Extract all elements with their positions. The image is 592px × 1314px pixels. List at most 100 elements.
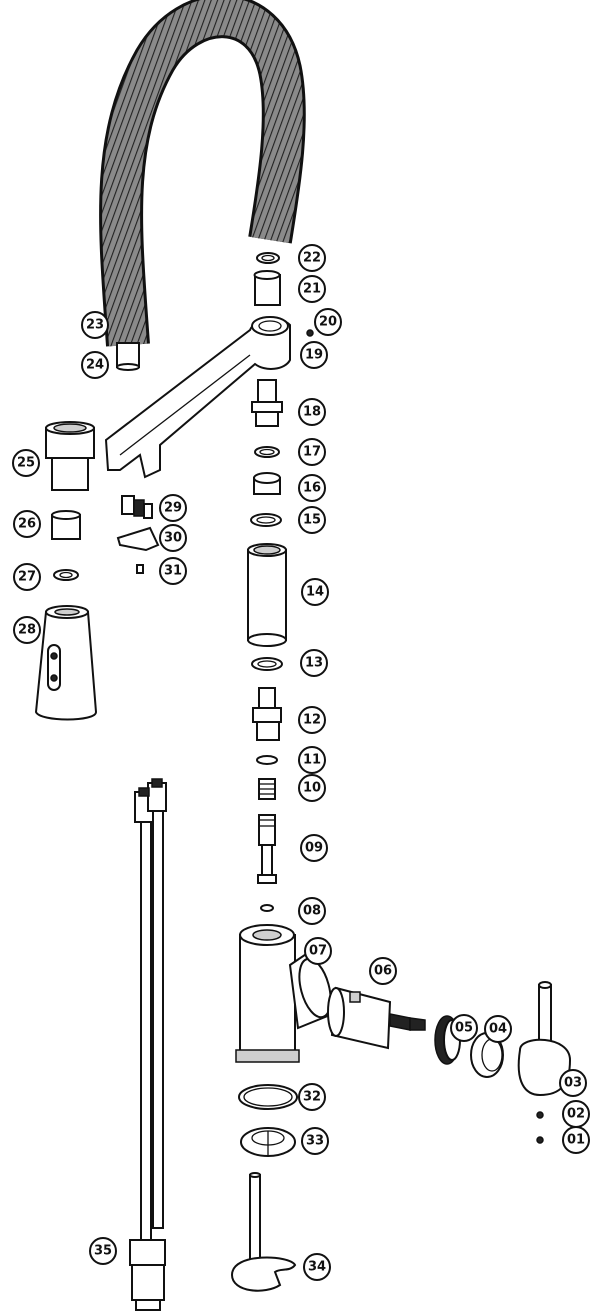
callout-25: 25: [12, 449, 40, 477]
part-31-nut: [136, 564, 144, 574]
callout-34: 34: [303, 1253, 331, 1281]
callout-18: 18: [298, 398, 326, 426]
callout-label: 09: [305, 841, 323, 856]
part-02-set-screw: [536, 1111, 544, 1119]
callout-label: 28: [18, 623, 36, 638]
callout-29: 29: [159, 494, 187, 522]
callout-label: 25: [17, 456, 35, 471]
part-21-bushing: [253, 270, 281, 306]
callout-label: 03: [564, 1076, 582, 1091]
callout-15: 15: [298, 506, 326, 534]
callout-circle: [89, 1237, 117, 1265]
callout-label: 12: [303, 713, 321, 728]
callout-label: 05: [455, 1021, 473, 1036]
part-34-mounting-clamp: [230, 1172, 297, 1292]
callout-23: 23: [81, 311, 109, 339]
part-27-washer: [53, 569, 79, 581]
callout-11: 11: [298, 746, 326, 774]
callout-17: 17: [298, 438, 326, 466]
part-12-swivel: [252, 687, 282, 741]
callout-01: 01: [562, 1126, 590, 1154]
part-24-hose-fitting: [116, 342, 140, 371]
part-14-sleeve: [247, 543, 287, 647]
callout-circle: [13, 510, 41, 538]
callout-label: 13: [305, 656, 323, 671]
callout-label: 27: [18, 570, 36, 585]
callout-circle: [81, 311, 109, 339]
callout-07: 07: [304, 937, 332, 965]
callout-circle: [298, 746, 326, 774]
callout-04: 04: [484, 1015, 512, 1043]
callout-02: 02: [562, 1100, 590, 1128]
callout-19: 19: [300, 341, 328, 369]
callout-label: 04: [489, 1022, 507, 1037]
part-01-set-screw: [536, 1136, 544, 1144]
part-35-supply-hoses: [129, 778, 167, 1311]
callout-circle: [298, 1083, 326, 1111]
callout-27: 27: [13, 563, 41, 591]
part-16-nut: [253, 472, 281, 495]
callout-21: 21: [298, 275, 326, 303]
callout-circle: [298, 438, 326, 466]
callout-16: 16: [298, 474, 326, 502]
callout-label: 21: [303, 282, 321, 297]
callout-08: 08: [298, 897, 326, 925]
callout-label: 32: [303, 1090, 321, 1105]
callout-circle: [559, 1069, 587, 1097]
callout-label: 02: [567, 1107, 585, 1122]
callout-circle: [298, 244, 326, 272]
callout-label: 18: [303, 405, 321, 420]
part-callouts: 01 02 03 04 05 06 07 08 09 10 11 12 13 14 15 16 17 18 19 20…: [12, 244, 590, 1281]
callout-label: 06: [374, 964, 392, 979]
callout-circle: [314, 308, 342, 336]
part-17-o-ring: [254, 446, 280, 458]
callout-31: 31: [159, 557, 187, 585]
callout-label: 15: [303, 513, 321, 528]
callout-circle: [562, 1100, 590, 1128]
callout-circle: [298, 474, 326, 502]
part-09-shaft: [257, 814, 277, 884]
callout-circle: [484, 1015, 512, 1043]
part-06-cartridge: [327, 986, 426, 1050]
callout-09: 09: [300, 834, 328, 862]
callout-circle: [13, 563, 41, 591]
callout-05: 05: [450, 1014, 478, 1042]
callout-circle: [159, 494, 187, 522]
part-03-lever-handle: [517, 981, 572, 1097]
callout-label: 10: [303, 781, 321, 796]
callout-circle: [369, 957, 397, 985]
part-19-spout: [104, 316, 291, 479]
callout-circle: [300, 834, 328, 862]
part-23-braided-hose: [99, 0, 306, 347]
part-26-sleeve: [51, 510, 81, 540]
part-22-o-ring: [256, 252, 280, 264]
callout-circle: [298, 275, 326, 303]
callout-13: 13: [300, 649, 328, 677]
callout-label: 11: [303, 753, 321, 768]
callout-10: 10: [298, 774, 326, 802]
callout-label: 07: [309, 944, 327, 959]
callout-label: 22: [303, 251, 321, 266]
callout-35: 35: [89, 1237, 117, 1265]
callout-20: 20: [314, 308, 342, 336]
callout-circle: [298, 706, 326, 734]
callout-circle: [300, 649, 328, 677]
callout-label: 34: [308, 1260, 326, 1275]
callout-33: 33: [301, 1127, 329, 1155]
callout-circle: [298, 398, 326, 426]
part-11-o-ring: [256, 755, 278, 765]
callout-06: 06: [369, 957, 397, 985]
callout-label: 14: [306, 585, 324, 600]
callout-circle: [81, 351, 109, 379]
callout-label: 01: [567, 1133, 585, 1148]
callout-circle: [304, 937, 332, 965]
callout-label: 26: [18, 517, 36, 532]
part-29-clip: [121, 495, 153, 519]
part-18-adapter: [251, 379, 283, 427]
callout-30: 30: [159, 524, 187, 552]
callout-22: 22: [298, 244, 326, 272]
callout-label: 20: [319, 315, 337, 330]
callout-label: 24: [86, 358, 104, 373]
